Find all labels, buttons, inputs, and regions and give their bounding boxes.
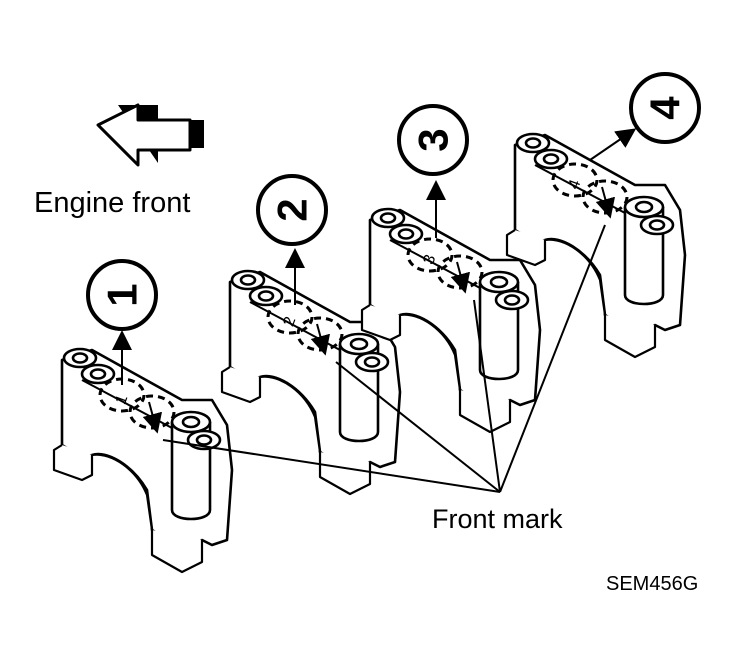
svg-text:3: 3 — [410, 128, 457, 151]
bearing-cap-2: 2 — [222, 271, 400, 494]
bearing-cap-3: 3 — [362, 209, 540, 432]
svg-text:1: 1 — [99, 283, 146, 306]
svg-text:2: 2 — [269, 198, 316, 221]
number-circle-2: 2 — [256, 174, 328, 246]
number-circle-3: 3 — [397, 104, 469, 176]
front-mark-leaders — [162, 224, 606, 493]
engine-front-label: Engine front — [34, 187, 190, 219]
svg-text:4: 4 — [642, 96, 689, 120]
front-mark-label: Front mark — [432, 504, 563, 534]
bearing-cap-1: 1 — [54, 349, 232, 572]
figure-code: SEM456G — [606, 573, 698, 595]
bearing-cap-4: 4 — [507, 134, 685, 357]
engine-front-arrow-icon — [96, 103, 204, 167]
number-circle-1: 1 — [86, 259, 158, 331]
cap-arrows — [112, 128, 637, 385]
number-circle-4: 4 — [629, 72, 701, 144]
